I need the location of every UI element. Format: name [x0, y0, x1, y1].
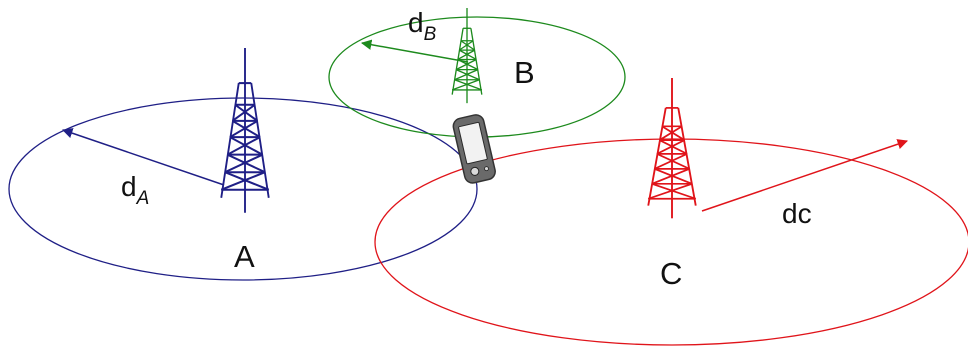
distance-label-b-sub: B: [424, 24, 437, 45]
tower-c-label: C: [660, 256, 682, 291]
distance-label-a: dA: [121, 171, 149, 209]
tower-b-icon: [451, 8, 483, 104]
distance-arrow-c: [701, 139, 908, 212]
distance-label-b: dB: [408, 7, 437, 45]
mobile-phone-icon: [452, 114, 496, 184]
distance-arrow-a: [62, 128, 225, 186]
tower-a-label: A: [234, 239, 255, 274]
tower-c-icon: [647, 78, 697, 219]
distance-arrow-b: [360, 39, 469, 63]
distance-label-a-main: d: [121, 171, 137, 202]
range-ellipse-a: [8, 97, 478, 281]
tower-a-icon: [220, 48, 270, 213]
distance-label-a-sub: A: [136, 188, 150, 209]
tower-b-label: B: [514, 55, 535, 90]
distance-label-b-main: d: [408, 7, 424, 38]
distance-label-c: dc: [782, 198, 812, 229]
